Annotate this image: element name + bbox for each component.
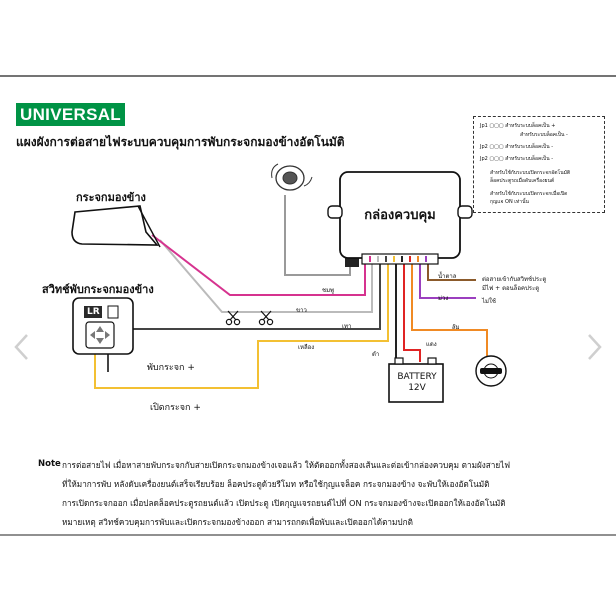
legend-line: Jp2 ▢▢▢ สำหรับระบบล็อคเป็น - bbox=[480, 156, 554, 162]
note-line: การต่อสายไฟ เมื่อหาสายพับกระจกกับสายเปิด… bbox=[62, 460, 511, 470]
page-title: แผงผังการต่อสายไฟระบบควบคุมการพับกระจกมอ… bbox=[16, 135, 345, 149]
wire-white-mirror bbox=[159, 239, 373, 313]
wire-label-red: แดง bbox=[426, 341, 437, 348]
wire-label-purple: ม่วง bbox=[438, 295, 449, 302]
note-key: Note bbox=[38, 459, 61, 469]
unfold-label: เปิดกระจก + bbox=[150, 403, 201, 413]
sensor-icon bbox=[271, 163, 359, 267]
wire-label-gray: เทา bbox=[342, 323, 352, 330]
mirror-switch-icon bbox=[72, 297, 134, 355]
legend-line: กุญแจ ON เท่านั้น bbox=[490, 199, 529, 205]
legend-line: สำหรับใช้กับระบบเปิดกระจกเมื่อเปิด bbox=[490, 191, 568, 197]
switch-lr-text: LR bbox=[87, 307, 100, 317]
wire-label-yellow: เหลือง bbox=[298, 344, 315, 351]
control-box bbox=[327, 171, 473, 265]
control-box-label: กล่องควบคุม bbox=[364, 208, 436, 223]
brown-note-2: มีไฟ + ตอนล็อคประตู bbox=[482, 285, 540, 292]
wire-label-pink: ชมพู bbox=[322, 287, 334, 294]
battery-text: BATTERY 12V bbox=[391, 372, 443, 394]
wire-pink bbox=[151, 234, 366, 296]
wire-brown bbox=[427, 262, 476, 281]
wire-label-brown: น้ำตาล bbox=[438, 273, 457, 280]
legend-line: ล็อคประตูรถเมื่อดับเครื่องยนต์ bbox=[490, 178, 555, 184]
switch-label: สวิทช์พับกระจกมองข้าง bbox=[42, 283, 154, 296]
legend-line: Jp2 ▢▢▢ สำหรับระบบล็อคเป็น - bbox=[480, 144, 554, 150]
scissors-icon bbox=[225, 310, 241, 326]
mirror-label: กระจกมองข้าง bbox=[76, 191, 146, 204]
note-line: การเปิดกระจกออก เมื่อปลดล็อคประตูรถยนต์แ… bbox=[62, 498, 506, 508]
wire-label-black: ดำ bbox=[372, 351, 380, 358]
wire-yellow bbox=[94, 262, 389, 389]
ignition-key-icon bbox=[475, 355, 507, 387]
brown-note-1: ต่อสายเข้ากับสวิทช์ประตู bbox=[482, 276, 547, 283]
wire-gray bbox=[107, 262, 381, 372]
legend-line: สำหรับใช้กับระบบเปิดกระจกอัตโนมัติ bbox=[490, 170, 571, 176]
purple-note: ไม่ใช้ bbox=[482, 298, 496, 305]
battery-volt: 12V bbox=[408, 383, 426, 393]
battery-label: BATTERY bbox=[397, 372, 437, 382]
wire-label-white: ขาว bbox=[296, 307, 307, 314]
legend-line: Jp1 ▢▢▢ สำหรับระบบล็อคเป็น + bbox=[480, 123, 556, 129]
scissors-icon bbox=[258, 310, 274, 326]
universal-badge: UNIVERSAL bbox=[16, 103, 125, 126]
chevron-right-icon[interactable] bbox=[584, 332, 604, 362]
fold-label: พับกระจก + bbox=[147, 363, 195, 373]
wire-purple bbox=[419, 262, 476, 299]
legend-line: สำหรับระบบล็อคเป็น - bbox=[520, 132, 568, 138]
wire-red bbox=[403, 262, 421, 362]
note-line: ที่ให้มาการพับ หลังดับเครื่องยนต์เสร็จเร… bbox=[62, 479, 490, 489]
wire-orange bbox=[411, 262, 488, 358]
wire-label-orange: ส้ม bbox=[452, 324, 460, 331]
wire-gray-sensor bbox=[284, 195, 351, 276]
note-line: หมายเหตุ สวิทช์ควบคุมการพับและเปิดกระจกม… bbox=[62, 517, 413, 527]
battery-icon bbox=[388, 357, 444, 403]
side-mirror-icon bbox=[71, 205, 161, 248]
chevron-left-icon[interactable] bbox=[12, 332, 32, 362]
jumper-legend bbox=[473, 116, 605, 213]
